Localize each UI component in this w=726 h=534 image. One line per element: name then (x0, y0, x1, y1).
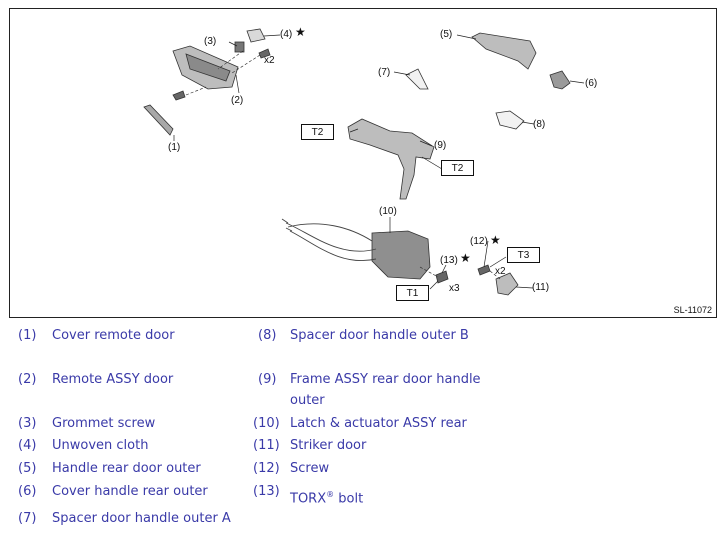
torx-label: TORX (290, 491, 327, 507)
callout-5: (5) (440, 29, 453, 40)
legend-item: Spacer door handle outer B (290, 328, 469, 343)
callout-12: (12) (470, 236, 488, 247)
legend-num: (3) (18, 416, 37, 431)
legend-num: (12) (253, 461, 280, 476)
torque-box-t2-right: T2 (441, 160, 474, 176)
registered-mark: ® (326, 490, 335, 499)
striker-shape (495, 272, 519, 296)
exploded-parts-diagram: (3) (4) ★ x2 (2) (1) (5) (6) (7) (8) (9)… (9, 8, 717, 318)
legend-num: (8) (258, 328, 277, 343)
figure-id: SL-11072 (673, 305, 712, 315)
unwoven-cloth-shape (246, 28, 266, 43)
star-icon: ★ (460, 251, 471, 265)
callout-4: (4) (280, 29, 293, 40)
legend-item: TORX® bolt (290, 484, 363, 509)
legend-num: (10) (253, 416, 280, 431)
callout-1: (1) (168, 142, 181, 153)
spacer-a-shape (405, 68, 429, 90)
bolt-label: bolt (334, 491, 364, 507)
legend-item: Spacer door handle outer A (52, 511, 231, 526)
legend-item: Latch & actuator ASSY rear (290, 416, 467, 431)
callout-3: (3) (204, 36, 217, 47)
star-icon: ★ (490, 233, 501, 247)
quantity-x3: x3 (449, 283, 460, 294)
star-icon: ★ (295, 25, 306, 39)
callout-9: (9) (434, 140, 447, 151)
frame-assy-shape (347, 118, 435, 200)
latch-actuator-shape (371, 230, 431, 280)
legend-item-continuation: outer (290, 393, 325, 408)
quantity-x2: x2 (495, 266, 506, 277)
legend-item: Cover remote door (52, 328, 175, 343)
legend-item: Handle rear door outer (52, 461, 201, 476)
torque-box-t3: T3 (507, 247, 540, 263)
parts-illustration (143, 28, 585, 296)
torque-box-t1: T1 (396, 285, 429, 301)
callout-11: (11) (532, 282, 550, 293)
grommet-screw-shape (234, 41, 245, 53)
legend-num: (13) (253, 484, 280, 499)
remote-screw-shape (258, 48, 271, 59)
callout-6: (6) (585, 78, 598, 89)
legend-num: (1) (18, 328, 37, 343)
legend-item: Unwoven cloth (52, 438, 149, 453)
legend-item: Screw (290, 461, 330, 476)
legend-num: (11) (253, 438, 280, 453)
legend-item: Frame ASSY rear door handle (290, 372, 481, 387)
legend-num: (7) (18, 511, 37, 526)
legend-num: (9) (258, 372, 277, 387)
callout-10: (10) (379, 206, 397, 217)
cover-remote-door-shape (143, 104, 174, 136)
legend-num: (4) (18, 438, 37, 453)
legend-item: Striker door (290, 438, 367, 453)
torque-box-t2-left: T2 (301, 124, 334, 140)
quantity-x2: x2 (264, 55, 275, 66)
legend-item: Remote ASSY door (52, 372, 174, 387)
legend-item: Cover handle rear outer (52, 484, 208, 499)
legend-num: (6) (18, 484, 37, 499)
cable-line (285, 222, 377, 252)
spacer-b-shape (495, 110, 525, 130)
cover-handle-shape (549, 70, 571, 90)
legend-num: (5) (18, 461, 37, 476)
callout-8: (8) (533, 119, 546, 130)
parts-legend: (1) Cover remote door (2) Remote ASSY do… (0, 322, 726, 534)
handle-outer-shape (471, 32, 537, 70)
callout-2: (2) (231, 95, 244, 106)
legend-num: (2) (18, 372, 37, 387)
callout-7: (7) (378, 67, 391, 78)
legend-item: Grommet screw (52, 416, 156, 431)
callout-13: (13) (440, 255, 458, 266)
